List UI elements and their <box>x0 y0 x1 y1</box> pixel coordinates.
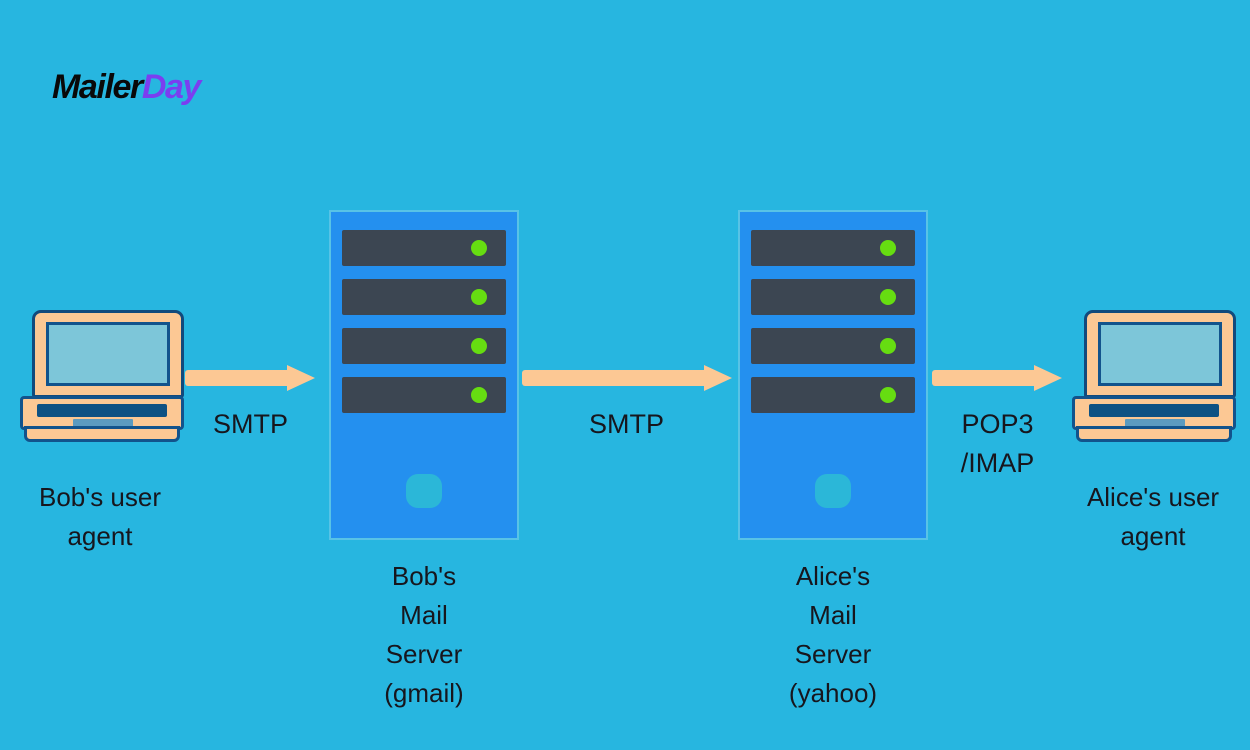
laptop-base <box>1072 396 1236 430</box>
laptop-icon <box>20 310 184 442</box>
arrow-head <box>704 365 732 391</box>
server-bay <box>342 328 506 364</box>
node-bobs-mail-server[interactable] <box>329 210 519 540</box>
label-protocol-pop3-imap: POP3 /IMAP <box>960 409 1035 478</box>
label-protocol-smtp-2: SMTP <box>588 409 664 439</box>
node-bobs-user-agent[interactable] <box>20 310 184 442</box>
server-tower-icon <box>738 210 928 540</box>
server-bay <box>751 377 915 413</box>
server-bay <box>342 230 506 266</box>
brand-logo-day: Day <box>141 68 202 106</box>
server-led-icon <box>880 240 896 256</box>
arrow-head <box>287 365 315 391</box>
laptop-lid <box>32 310 184 398</box>
server-tower-icon <box>329 210 519 540</box>
label-alices-user-agent: Alice's user agent <box>1086 482 1220 551</box>
server-bay <box>342 279 506 315</box>
laptop-keyboard <box>37 404 167 417</box>
server-led-icon <box>471 289 487 305</box>
label-alices-mail-server: Alice's Mail Server (yahoo) <box>788 561 878 708</box>
laptop-icon <box>1072 310 1236 442</box>
server-led-icon <box>471 387 487 403</box>
label-bobs-mail-server: Bob's Mail Server (gmail) <box>384 561 464 708</box>
server-bay <box>751 328 915 364</box>
laptop-screen <box>46 322 170 386</box>
label-bobs-user-agent: Bob's user agent <box>38 482 162 551</box>
laptop-lid <box>1084 310 1236 398</box>
server-led-icon <box>471 240 487 256</box>
server-bay <box>342 377 506 413</box>
laptop-trackpad <box>1125 419 1185 428</box>
laptop-base <box>20 396 184 430</box>
server-power-button[interactable] <box>406 474 442 508</box>
server-led-icon <box>880 289 896 305</box>
arrow-shaft <box>522 370 704 386</box>
laptop-trackpad <box>73 419 133 428</box>
laptop-screen <box>1098 322 1222 386</box>
node-alices-mail-server[interactable] <box>738 210 928 540</box>
server-power-button[interactable] <box>815 474 851 508</box>
arrow-bob-server-to-alice-server <box>522 365 732 391</box>
node-alices-user-agent[interactable] <box>1072 310 1236 442</box>
arrow-shaft <box>185 370 287 386</box>
server-led-icon <box>880 387 896 403</box>
server-led-icon <box>880 338 896 354</box>
laptop-foot <box>1076 426 1232 442</box>
arrow-shaft <box>932 370 1034 386</box>
arrow-bob-agent-to-bob-server <box>185 365 315 391</box>
server-bay <box>751 230 915 266</box>
laptop-keyboard <box>1089 404 1219 417</box>
brand-logo: MailerDay <box>52 68 202 106</box>
server-bay <box>751 279 915 315</box>
brand-logo-mailer: Mailer <box>52 68 143 106</box>
arrow-alice-server-to-alice-agent <box>932 365 1062 391</box>
laptop-foot <box>24 426 180 442</box>
server-led-icon <box>471 338 487 354</box>
arrow-head <box>1034 365 1062 391</box>
label-protocol-smtp-1: SMTP <box>212 409 288 439</box>
